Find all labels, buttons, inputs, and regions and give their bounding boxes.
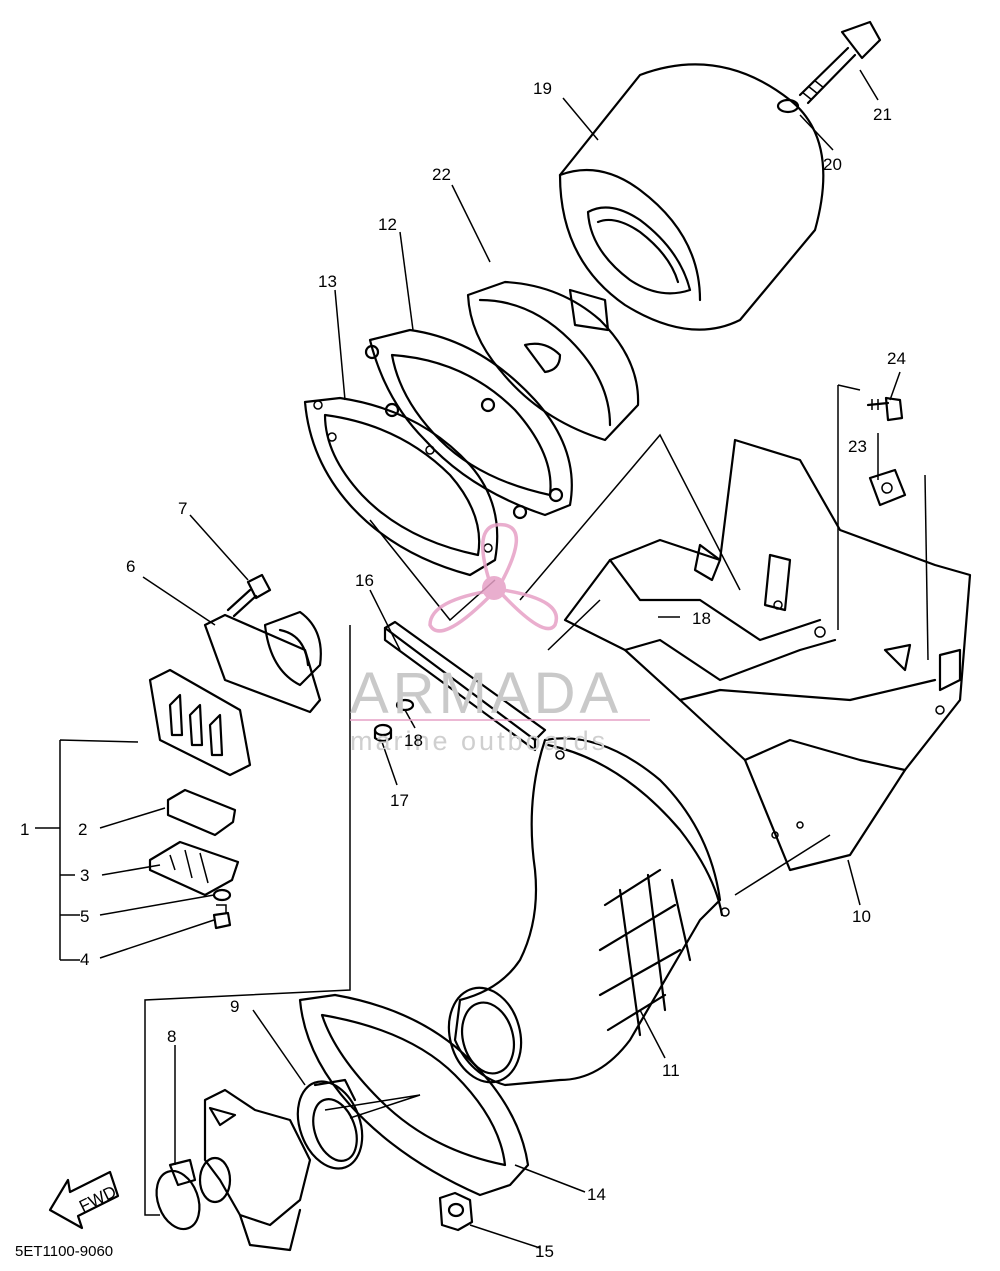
plate-16 xyxy=(383,620,547,752)
callout-22: 22 xyxy=(432,165,451,184)
clip-23 xyxy=(868,468,907,507)
callout-10: 10 xyxy=(852,907,871,926)
gasket-12 xyxy=(364,328,573,520)
callout-24: 24 xyxy=(887,349,906,368)
callout-20: 20 xyxy=(823,155,842,174)
watermark-tagline: marine outboards xyxy=(350,726,608,756)
washer-20 xyxy=(776,98,800,114)
gasket-13 xyxy=(303,396,499,577)
clamp-8 xyxy=(155,1158,201,1231)
leader-lines xyxy=(35,69,929,1249)
watermark-brand: ARMADA xyxy=(350,661,622,726)
reed-valve-1 xyxy=(148,668,252,777)
drawing-code: 5ET1100-9060 xyxy=(15,1243,113,1260)
callout-18a: 18 xyxy=(404,731,423,750)
intake-duct-11 xyxy=(447,737,730,1087)
screw-4 xyxy=(212,904,232,930)
callout-19: 19 xyxy=(533,79,552,98)
callout-3: 3 xyxy=(80,866,89,885)
reed-petal-3 xyxy=(148,840,240,897)
callout-21: 21 xyxy=(873,105,892,124)
bolt-7 xyxy=(226,573,272,618)
callout-23: 23 xyxy=(848,437,867,456)
callout-8: 8 xyxy=(167,1027,176,1046)
propeller-icon xyxy=(428,522,559,633)
callout-18b: 18 xyxy=(692,609,711,628)
washer-5 xyxy=(212,888,232,902)
callout-16: 16 xyxy=(355,571,374,590)
callout-1: 1 xyxy=(20,820,29,839)
carburetor xyxy=(198,1088,312,1252)
air-box-10 xyxy=(563,438,972,872)
callout-17: 17 xyxy=(390,791,409,810)
callout-11: 11 xyxy=(662,1061,680,1080)
callouts: 1 2 3 4 5 6 7 8 9 10 11 12 13 14 15 16 1… xyxy=(20,79,906,1261)
bolt-21 xyxy=(798,20,882,105)
callout-2: 2 xyxy=(78,820,87,839)
pin-17 xyxy=(373,723,393,743)
callout-7: 7 xyxy=(178,499,187,518)
callout-12: 12 xyxy=(378,215,397,234)
reed-block-6 xyxy=(203,610,322,714)
callout-5: 5 xyxy=(80,907,89,926)
bolt-24 xyxy=(866,396,904,422)
nut-15 xyxy=(438,1191,474,1232)
watermark-logo xyxy=(428,522,559,633)
callout-4: 4 xyxy=(80,950,89,969)
fwd-arrow: FWD xyxy=(48,1170,119,1230)
stopper-2 xyxy=(166,788,237,837)
air-filter-element xyxy=(558,63,825,331)
callout-9: 9 xyxy=(230,997,239,1016)
callout-6: 6 xyxy=(126,557,135,576)
filter-cover-22 xyxy=(466,280,640,442)
adapter-plate-14 xyxy=(298,993,530,1197)
callout-14: 14 xyxy=(587,1185,606,1204)
callout-13: 13 xyxy=(318,272,337,291)
callout-15: 15 xyxy=(535,1242,554,1261)
